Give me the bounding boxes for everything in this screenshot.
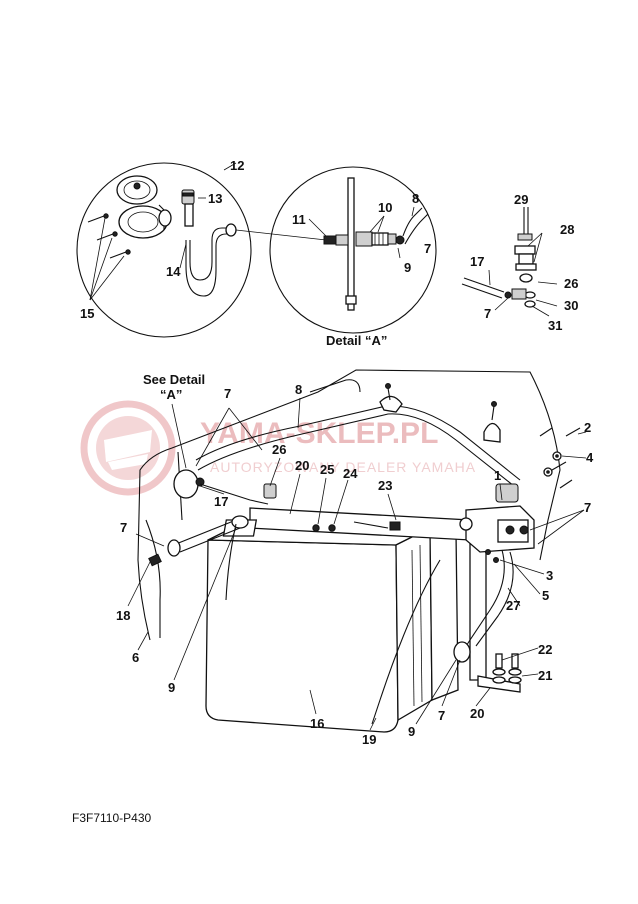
callout-m27: 27 xyxy=(506,598,520,613)
callout-m7b: 7 xyxy=(584,500,591,515)
callout-m25: 25 xyxy=(320,462,334,477)
callout-m20b: 20 xyxy=(470,706,484,721)
callout-r26: 26 xyxy=(564,276,578,291)
callout-m7a: 7 xyxy=(224,386,231,401)
detail-a-circle xyxy=(269,166,437,334)
callout-m4: 4 xyxy=(586,450,594,465)
callout-r7: 7 xyxy=(484,306,491,321)
leader-lines xyxy=(127,397,587,731)
detail-a-caption: Detail “A” xyxy=(326,333,387,348)
callout-14: 14 xyxy=(166,264,181,279)
callout-m9a: 9 xyxy=(168,680,175,695)
callout-labels: 12 13 14 15 8 10 11 7 9 Detail “A” 29 28… xyxy=(72,158,594,825)
callout-m2: 2 xyxy=(584,420,591,435)
see-detail-line1: See Detail xyxy=(143,372,205,387)
callout-m3: 3 xyxy=(546,568,553,583)
see-detail-line2: “A” xyxy=(160,387,182,402)
callout-d8: 8 xyxy=(412,191,419,206)
callout-d11: 11 xyxy=(292,212,306,227)
callout-m20a: 20 xyxy=(295,458,309,473)
watermark: YAMA-SKLEP.PL AUTORYZOWANY DEALER YAMAHA xyxy=(80,400,476,496)
fuel-pump xyxy=(459,483,535,553)
callout-m24: 24 xyxy=(343,466,358,481)
callout-m26: 26 xyxy=(272,442,286,457)
callout-d7: 7 xyxy=(424,241,431,256)
callout-m17: 17 xyxy=(214,494,228,509)
callout-m22: 22 xyxy=(538,642,552,657)
drawing-code: F3F7110-P430 xyxy=(72,811,151,825)
callout-m9b: 9 xyxy=(408,724,415,739)
callout-13: 13 xyxy=(208,191,222,206)
callout-r28: 28 xyxy=(560,222,574,237)
callout-d10: 10 xyxy=(378,200,392,215)
main-assembly xyxy=(127,369,587,733)
callout-m21: 21 xyxy=(538,668,552,683)
callout-m16: 16 xyxy=(310,716,324,731)
callout-r31: 31 xyxy=(548,318,562,333)
callout-m7c: 7 xyxy=(120,520,127,535)
fuel-tank xyxy=(205,519,459,733)
callout-12: 12 xyxy=(230,158,244,173)
valve-fitting-detail xyxy=(461,207,558,317)
callout-r29: 29 xyxy=(514,192,528,207)
callout-r17: 17 xyxy=(470,254,484,269)
callout-m23: 23 xyxy=(378,478,392,493)
callout-m7d: 7 xyxy=(438,708,445,723)
callout-m1: 1 xyxy=(494,468,501,483)
callout-m8: 8 xyxy=(295,382,302,397)
callout-m6: 6 xyxy=(132,650,139,665)
watermark-logo xyxy=(80,400,176,496)
callout-m19: 19 xyxy=(362,732,376,747)
callout-15: 15 xyxy=(80,306,94,321)
callout-m5: 5 xyxy=(542,588,549,603)
screws xyxy=(87,213,131,259)
detail-circle-filler xyxy=(76,162,327,338)
callout-d9: 9 xyxy=(404,260,411,275)
callout-r30: 30 xyxy=(564,298,578,313)
callout-m18: 18 xyxy=(116,608,130,623)
watermark-sub: AUTORYZOWANY DEALER YAMAHA xyxy=(210,459,476,475)
